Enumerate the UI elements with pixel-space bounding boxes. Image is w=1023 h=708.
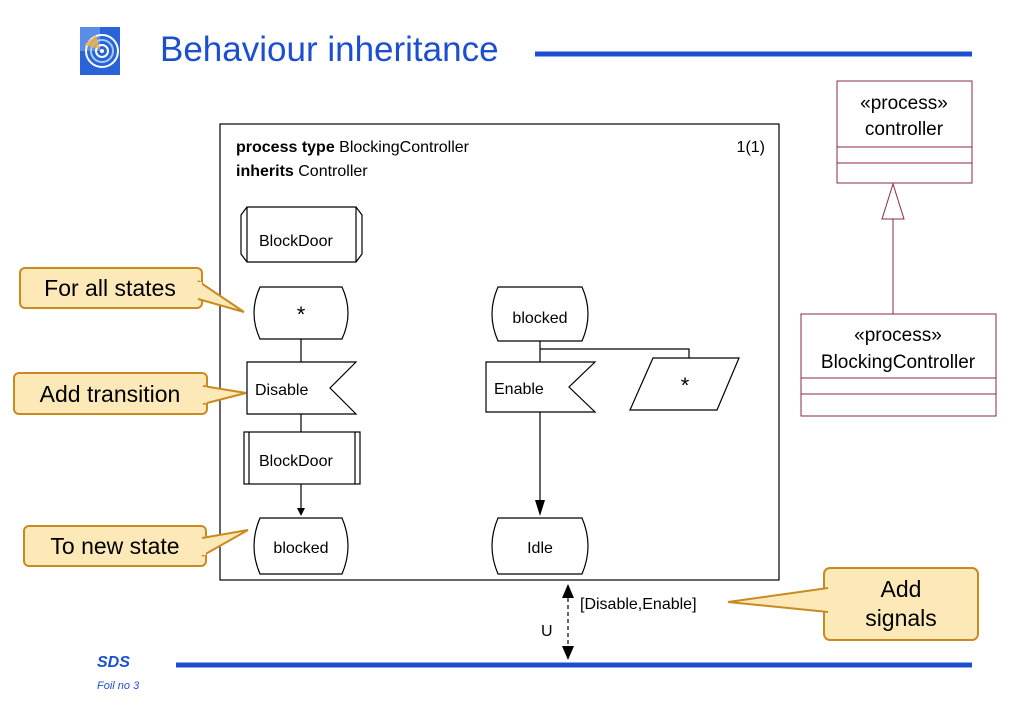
save-label: *	[681, 373, 690, 398]
uml-child-name: BlockingController	[821, 352, 976, 373]
state-asterisk-label: *	[297, 302, 306, 327]
process-name: BlockingController	[339, 139, 470, 156]
procedure-reference-symbol: BlockDoor	[240, 206, 363, 263]
keyword-inherits: inherits	[236, 163, 294, 180]
uml-class-controller: «process» controller	[836, 80, 973, 184]
procedure-call-label: BlockDoor	[259, 453, 333, 470]
procedure-call-symbol: BlockDoor	[243, 431, 361, 485]
uml-parent-stereotype: «process»	[860, 93, 948, 114]
svg-text:process type BlockingControlle: process type BlockingController	[236, 139, 470, 156]
save-symbol: *	[629, 357, 740, 411]
page-number: 1(1)	[737, 139, 765, 156]
uml-generalization-arrow	[881, 182, 905, 314]
callout-for-all-states-label: For all states	[44, 275, 176, 301]
footer-foil-number: Foil no 3	[97, 680, 140, 692]
callout-add-transition-label: Add transition	[40, 381, 181, 407]
nextstate-idle-label: Idle	[527, 540, 553, 557]
callout-add-signals: Add signals	[727, 567, 979, 641]
state-blocked-label: blocked	[512, 310, 567, 327]
slide-title: Behaviour inheritance	[160, 30, 499, 69]
input-enable-label: Enable	[494, 381, 544, 398]
state-asterisk-symbol: *	[253, 286, 349, 340]
input-enable-symbol: Enable	[485, 361, 597, 413]
callout-to-new-state: To new state	[23, 525, 249, 567]
channel-signals-label: [Disable,Enable]	[580, 596, 697, 613]
footer-brand: SDS	[97, 654, 130, 671]
uml-child-stereotype: «process»	[854, 325, 942, 346]
nextstate-blocked-label: blocked	[273, 540, 328, 557]
callout-add-signals-line1: Add	[881, 576, 922, 602]
uml-class-blocking-controller: «process» BlockingController	[800, 313, 997, 417]
signal-channel: [Disable,Enable] U	[541, 584, 697, 660]
process-frame	[219, 123, 780, 581]
keyword-process-type: process type	[236, 139, 335, 156]
concentric-circles-logo	[80, 27, 120, 75]
input-disable-label: Disable	[255, 382, 308, 399]
callout-for-all-states: For all states	[19, 267, 245, 313]
state-blocked-symbol: blocked	[491, 286, 589, 342]
callout-add-transition: Add transition	[13, 372, 247, 415]
nextstate-idle-symbol: Idle	[491, 517, 589, 575]
nextstate-blocked-symbol: blocked	[253, 517, 349, 575]
uml-parent-name: controller	[865, 119, 944, 140]
procedure-ref-label: BlockDoor	[259, 233, 333, 250]
callout-add-signals-line2: signals	[865, 605, 937, 631]
input-disable-symbol: Disable	[246, 361, 358, 415]
svg-text:inherits Controller: inherits Controller	[236, 163, 368, 180]
callout-to-new-state-label: To new state	[50, 533, 179, 559]
parent-name: Controller	[298, 163, 368, 180]
channel-name-label: U	[541, 623, 553, 640]
